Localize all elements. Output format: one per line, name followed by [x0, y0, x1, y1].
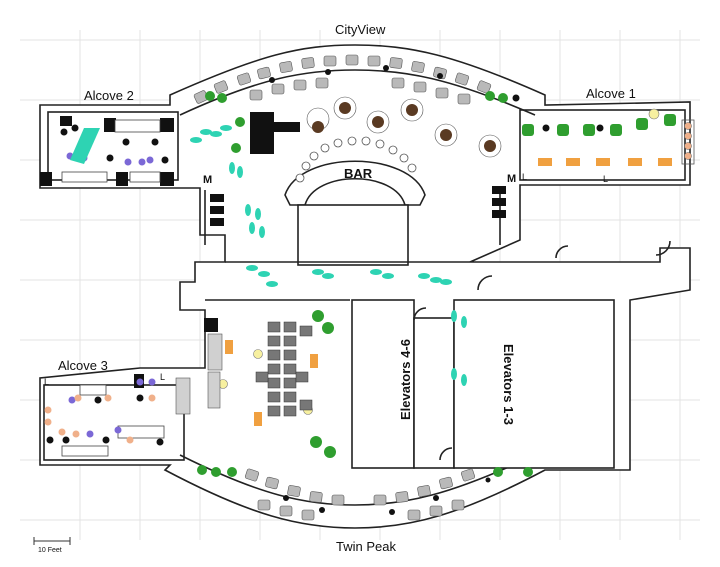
bar-stools [295, 136, 417, 183]
m-label-right: M [507, 173, 516, 185]
round-tables [306, 96, 502, 158]
cityview-label: CityView [335, 22, 386, 37]
footprints-path [70, 125, 467, 386]
alcove-1-label: Alcove 1 [586, 86, 636, 101]
twinpeak-label: Twin Peak [336, 539, 396, 554]
alcove-3-seating [44, 374, 191, 457]
cityview-seating [193, 54, 492, 105]
bar-fixture [204, 112, 506, 332]
misc-grey-blocks [207, 333, 223, 409]
alcove-1-seating [218, 94, 695, 415]
building-walls [39, 44, 691, 529]
alcove-2-seating [40, 116, 174, 186]
center-lounge [255, 321, 313, 417]
l-label-2: L [603, 174, 608, 184]
bar-label: BAR [344, 166, 373, 181]
alcove-3-label: Alcove 3 [58, 358, 108, 373]
scale-label: 10 Feet [38, 547, 62, 554]
m-label-left: M [203, 174, 212, 186]
l-label-1: L [522, 172, 527, 182]
green-chairs-top [205, 91, 508, 153]
elevators-1-3-label: Elevators 1-3 [501, 344, 516, 425]
l-label-4: L [160, 372, 165, 382]
twinpeak-dark-tables [283, 477, 491, 515]
l-label-3: L [44, 377, 49, 387]
green-chairs-center [197, 310, 533, 477]
scale-bar [33, 537, 71, 545]
cityview-dark-tables [269, 65, 443, 83]
center-orange-seats [225, 340, 318, 426]
elevators-4-6-label: Elevators 4-6 [398, 339, 413, 420]
twinpeak-seating [244, 468, 476, 521]
alcove-2-label: Alcove 2 [84, 88, 134, 103]
